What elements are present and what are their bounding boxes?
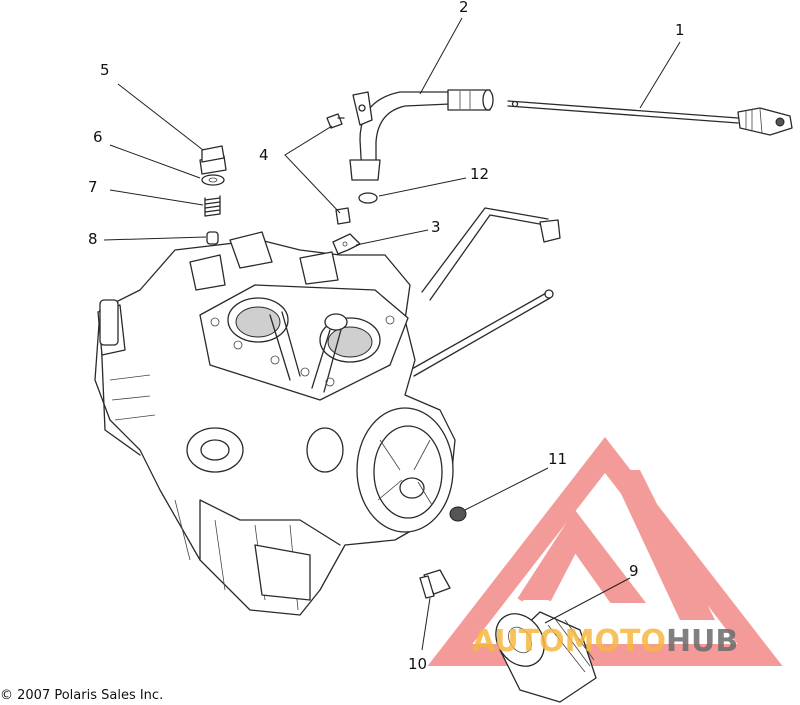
- callout-10[interactable]: 10: [408, 655, 428, 673]
- callout-6[interactable]: 6: [93, 128, 103, 146]
- callout-1[interactable]: 1: [675, 21, 685, 39]
- plunger[interactable]: [206, 231, 219, 245]
- callout-4[interactable]: 4: [259, 146, 269, 164]
- dipstick[interactable]: [507, 100, 793, 136]
- engine-crankcase: [94, 231, 456, 616]
- callout-11[interactable]: 11: [548, 450, 568, 468]
- callout-9[interactable]: 9: [629, 562, 639, 580]
- o-ring[interactable]: [358, 192, 378, 204]
- breather-fitting[interactable]: [449, 506, 467, 522]
- callout-7[interactable]: 7: [88, 178, 98, 196]
- watermark-logo-icon: [427, 437, 783, 666]
- linkage-rod[interactable]: [409, 207, 561, 377]
- dipstick-tube[interactable]: [349, 89, 494, 181]
- callout-5[interactable]: 5: [100, 61, 110, 79]
- watermark-text: AUTOMOTOHUB: [472, 624, 738, 659]
- bolt[interactable]: [326, 113, 345, 129]
- washer[interactable]: [201, 174, 225, 186]
- watermark-part1: AUTOMOTO: [472, 624, 666, 659]
- oil-filter[interactable]: [486, 604, 597, 703]
- bracket[interactable]: [332, 233, 361, 255]
- drain-plug[interactable]: [419, 569, 451, 599]
- watermark-part2: HUB: [665, 624, 739, 659]
- leader-lines: [103, 17, 681, 651]
- callout-12[interactable]: 12: [470, 165, 490, 183]
- drain-bolt[interactable]: [199, 145, 227, 175]
- callout-3[interactable]: 3: [431, 218, 441, 236]
- callout-8[interactable]: 8: [88, 230, 98, 248]
- callout-2[interactable]: 2: [459, 0, 469, 16]
- spring[interactable]: [204, 195, 221, 217]
- copyright-text: © 2007 Polaris Sales Inc.: [0, 688, 164, 703]
